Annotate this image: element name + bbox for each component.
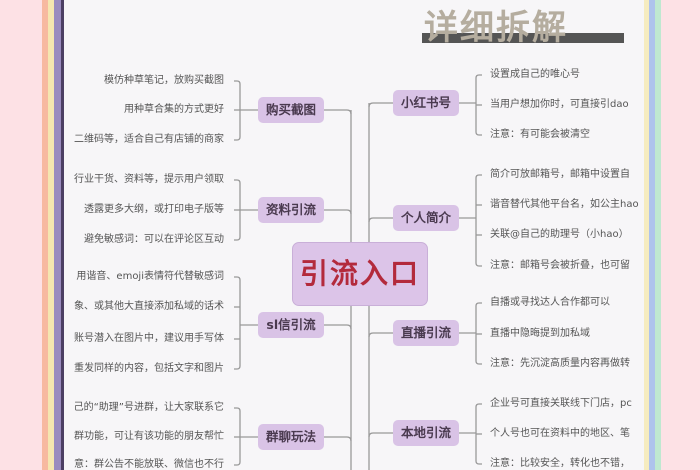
node-to-spine [368,432,393,438]
border-strip-blue [649,0,655,470]
leaf-item: 关联@自己的助理号（小hao） [490,229,629,240]
border-strip-yellow-right [644,0,649,470]
node-to-spine [324,324,352,330]
title-underline [422,33,624,43]
leaf-item: 己的“助理”号进群，让大家联系它 [73,402,224,413]
leaf-item: 账号潜入在图片中，建议用手写体 [74,333,224,344]
node-to-spine [368,102,393,108]
leaf-item: 设置成自己的唯心号 [490,69,580,80]
leaf-bracket [234,276,241,370]
leaf-item: 自播或寻找达人合作都可以 [490,297,610,308]
leaf-item: 用谐音、emoji表情符代替敏感词 [76,271,224,282]
leaf-item: 模仿种草笔记，放购买截图 [104,75,224,86]
node-to-spine [368,217,393,223]
leaf-item: 注意：比较安全，转化也不错， [490,458,630,469]
leaf-item: 意：群公告不能放联、微信也不行 [74,459,224,470]
leaf-item: 用种草合集的方式更好 [124,104,224,115]
mindmap-canvas: 详细拆解 引流入口 购买截图 模仿种草笔记，放购买截图用种草合集的方式更好二维码等… [64,0,644,470]
leaf-item: 谐音替代其他平台名，如公主hao [490,199,639,210]
branch-node: sl信引流 [258,312,324,338]
border-strip-green [655,0,661,470]
leaf-item: 注意：邮箱号会被折叠，也可留 [490,260,630,271]
node-to-spine [368,332,393,338]
node-to-spine [324,436,352,442]
page-title: 详细拆解 [424,8,568,48]
leaf-item: 避免敏感词：可以在评论区互动 [84,234,224,245]
node-to-spine [324,209,352,215]
border-strip-yellow [48,0,54,470]
leaf-item: 当用户想加你时，可直接引dao [490,99,629,110]
branch-node: 个人简介 [393,205,459,231]
branch-node: 直播引流 [393,320,459,346]
branch-node: 购买截图 [258,97,324,123]
leaf-item: 行业干货、资料等，提示用户领取 [74,174,224,185]
node-to-spine [324,109,352,115]
border-strip-purple [54,0,61,470]
leaf-item: 直播中隐晦提到加私域 [490,328,590,339]
branch-node: 群聊玩法 [258,424,324,450]
leaf-item: 企业号可直接关联线下门店，pc [490,398,632,409]
leaf-item: 注意：先沉淀高质量内容再做转 [490,358,630,369]
border-strip-dark [61,0,64,470]
leaf-item: 简介可放邮箱号，邮箱中设置自 [490,169,630,180]
leaf-item: 象、或其他大直接添加私域的话术 [74,301,224,312]
leaf-bracket [475,174,482,267]
branch-node: 资料引流 [258,197,324,223]
central-node: 引流入口 [292,242,428,306]
leaf-item: 二维码等，适合自己有店铺的商家 [74,134,224,145]
branch-node: 本地引流 [393,420,459,446]
branch-node: 小红书号 [393,90,459,116]
leaf-item: 群功能，可让有该功能的朋友帮忙 [74,431,224,442]
border-strip-orange [42,0,48,470]
leaf-item: 重发同样的内容，包括文字和图片 [74,363,224,374]
leaf-item: 个人号也可在资料中的地区、笔 [490,428,630,439]
leaf-item: 透露更多大纲，或打印电子版等 [84,204,224,215]
leaf-item: 注意：有可能会被清空 [490,129,590,140]
